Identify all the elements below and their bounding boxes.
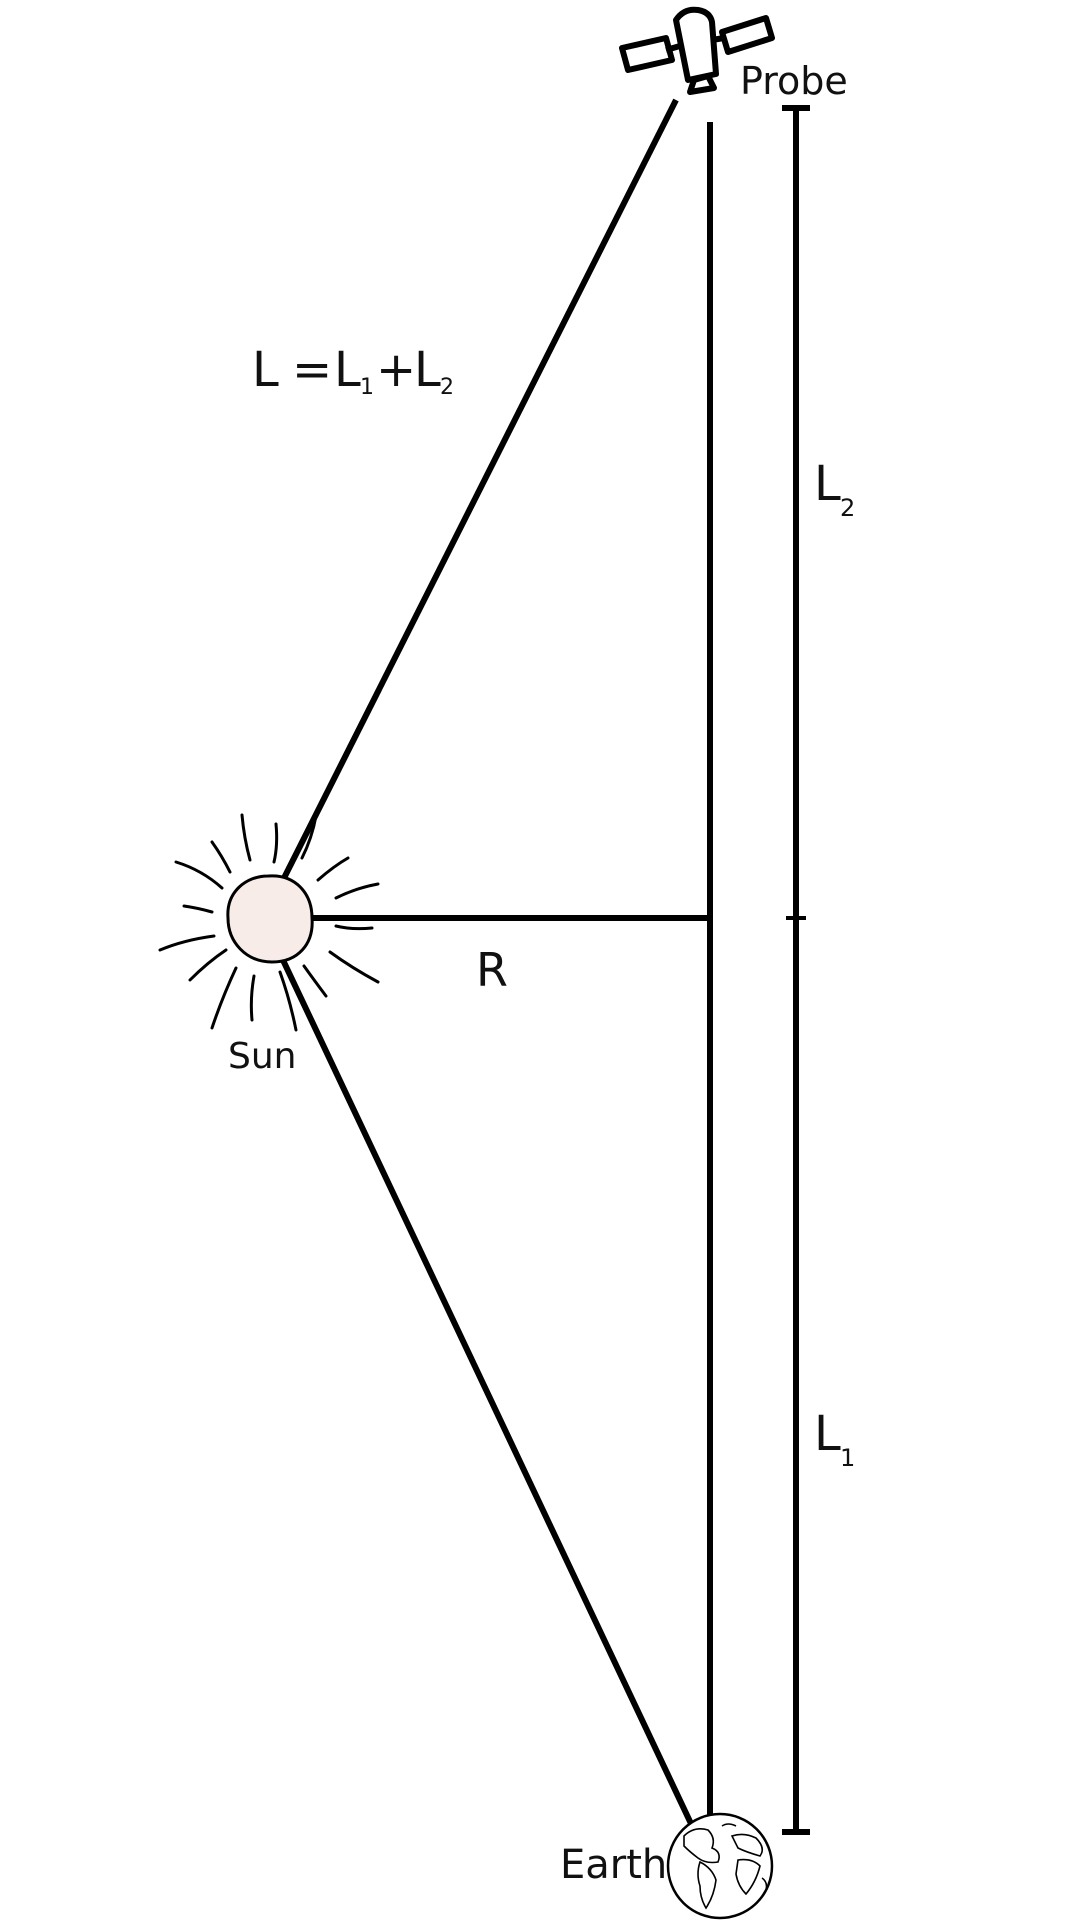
satellite-icon [619, 6, 775, 95]
radius-label: R [476, 943, 508, 997]
sun-earth-line [279, 956, 697, 1832]
earth-label: Earth [560, 1842, 667, 1888]
equation-lhs: L [252, 342, 279, 398]
probe-label: Probe [740, 59, 848, 103]
lower-segment-label: L 1 [814, 1406, 855, 1472]
lower-segment-main: L [814, 1406, 841, 1462]
sun-label: Sun [228, 1036, 296, 1077]
globe-icon [666, 1812, 774, 1920]
sun-probe-line [279, 98, 679, 884]
upper-segment-label: L 2 [814, 456, 855, 522]
sun-icon [158, 813, 380, 1032]
equation-term2-sub: 2 [440, 375, 454, 400]
length-equation: L = L 1 + L 2 [252, 342, 454, 400]
upper-segment-main: L [814, 456, 841, 512]
equation-equals: = [292, 342, 332, 398]
lower-segment-sub: 1 [840, 1444, 855, 1472]
equation-term2-main: L [414, 342, 441, 398]
equation-term1-main: L [334, 342, 361, 398]
dimension-bar [782, 105, 810, 1835]
upper-segment-sub: 2 [840, 494, 855, 522]
equation-plus: + [376, 342, 416, 398]
equation-term1-sub: 1 [360, 375, 374, 400]
